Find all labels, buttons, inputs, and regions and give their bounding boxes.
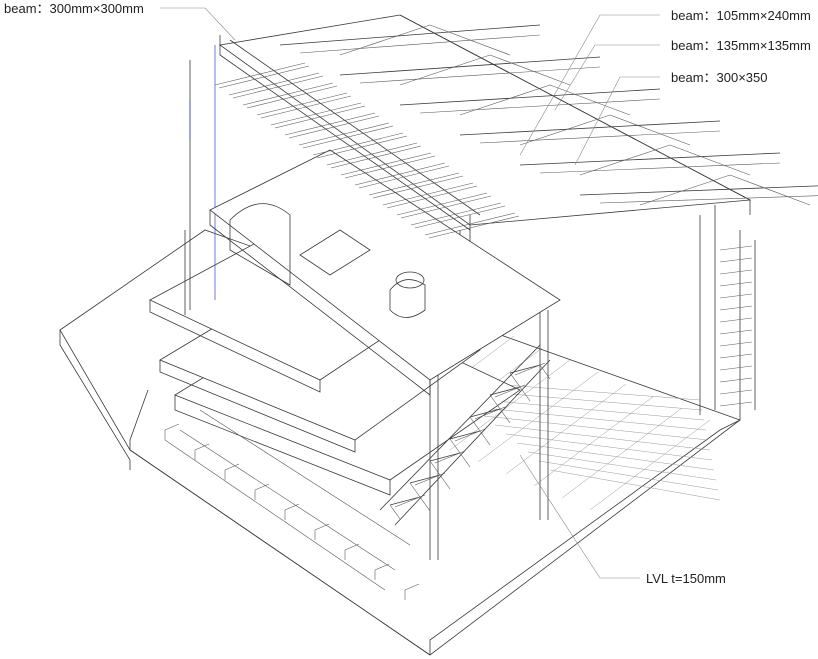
label-beam-105x240: beam：105mm×240mm bbox=[671, 8, 811, 23]
label-lvl: LVL t=150mm bbox=[646, 571, 726, 586]
staircase bbox=[379, 344, 551, 526]
floor-joists bbox=[164, 423, 420, 600]
roof-trusses bbox=[218, 14, 818, 231]
label-beam-main: beam：300mm×300mm bbox=[4, 1, 144, 16]
label-beam-135x135: beam：135mm×135mm bbox=[671, 38, 811, 53]
rafters bbox=[214, 62, 520, 239]
upper-floor bbox=[209, 149, 561, 396]
wall-slats bbox=[719, 245, 753, 407]
label-beam-300x350: beam：300×350 bbox=[671, 70, 768, 85]
leader-lines bbox=[160, 7, 660, 579]
